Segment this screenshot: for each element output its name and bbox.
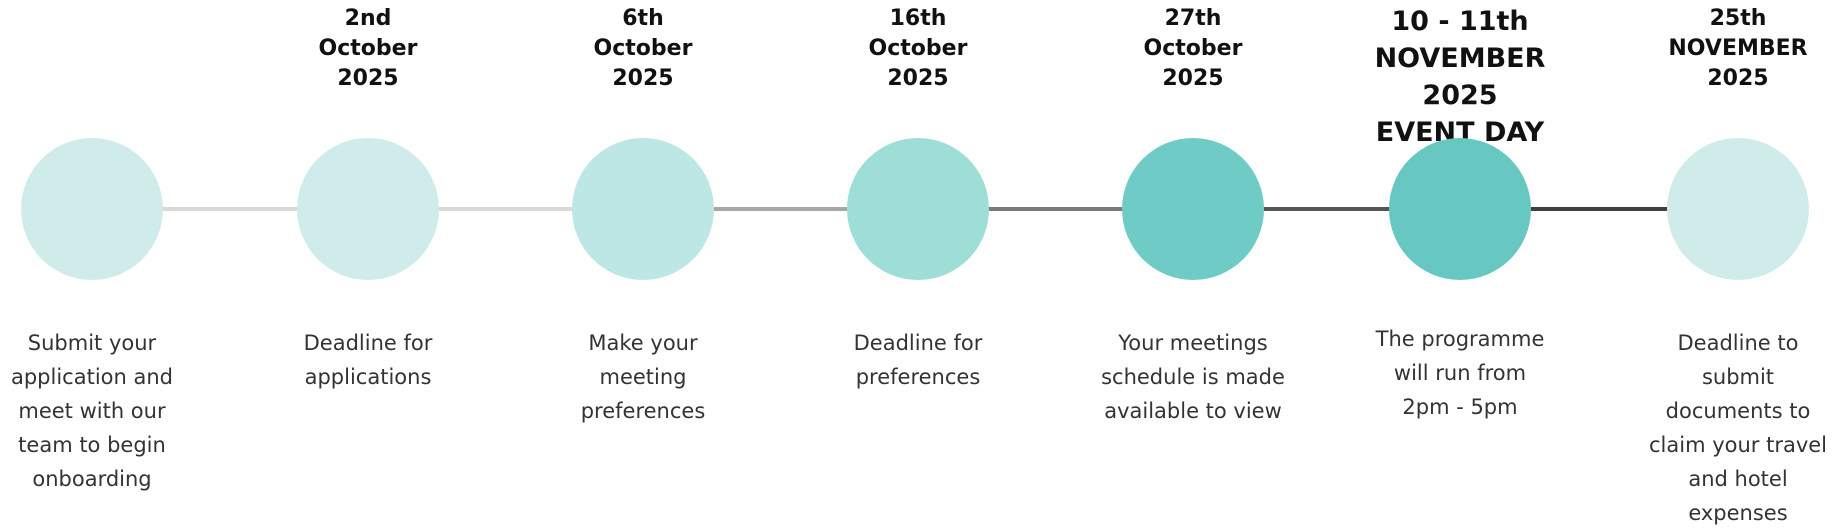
step-date: 25th NOVEMBER 2025 — [1668, 6, 1808, 91]
step-date: 16th October 2025 — [868, 6, 968, 91]
step-circle — [847, 138, 989, 280]
step-description: The programme will run from 2pm - 5pm — [1375, 327, 1545, 419]
timeline-connector-1 — [162, 207, 298, 211]
timeline-connector-2 — [438, 207, 574, 211]
step-date: 27th October 2025 — [1143, 6, 1243, 91]
step-description: Deadline for preferences — [853, 331, 983, 389]
step-description: Deadline to submit documents to claim yo… — [1648, 331, 1828, 525]
timeline-step-application: Submit your application and meet with ou… — [0, 0, 197, 525]
step-date: 6th October 2025 — [593, 6, 693, 91]
step-date: 2nd October 2025 — [318, 6, 418, 91]
step-date: 10 - 11th NOVEMBER 2025 EVENT DAY — [1374, 6, 1546, 148]
timeline-step-event-day: 10 - 11th NOVEMBER 2025 EVENT DAY The pr… — [1353, 0, 1567, 525]
step-description: Deadline for applications — [303, 331, 433, 389]
step-circle — [21, 138, 163, 280]
step-description: Your meetings schedule is made available… — [1101, 331, 1285, 423]
step-description: Submit your application and meet with ou… — [10, 331, 174, 491]
timeline-step-expenses-deadline: 25th NOVEMBER 2025 Deadline to submit do… — [1633, 0, 1838, 525]
timeline-step-schedule-available: 27th October 2025 Your meetings schedule… — [1088, 0, 1298, 525]
step-circle — [297, 138, 439, 280]
timeline-step-meeting-preferences: 6th October 2025 Make your meeting prefe… — [538, 0, 748, 525]
step-circle — [572, 138, 714, 280]
step-circle — [1389, 138, 1531, 280]
step-description: Make your meeting preferences — [580, 331, 706, 423]
timeline-connector-4 — [988, 207, 1124, 211]
timeline-connector-3 — [713, 207, 849, 211]
step-circle — [1667, 138, 1809, 280]
timeline-connector-5 — [1264, 207, 1392, 211]
step-circle — [1122, 138, 1264, 280]
timeline-connector-6 — [1531, 207, 1669, 211]
timeline-step-preferences-deadline: 16th October 2025 Deadline for preferenc… — [813, 0, 1023, 525]
timeline-step-application-deadline: 2nd October 2025 Deadline for applicatio… — [263, 0, 473, 525]
